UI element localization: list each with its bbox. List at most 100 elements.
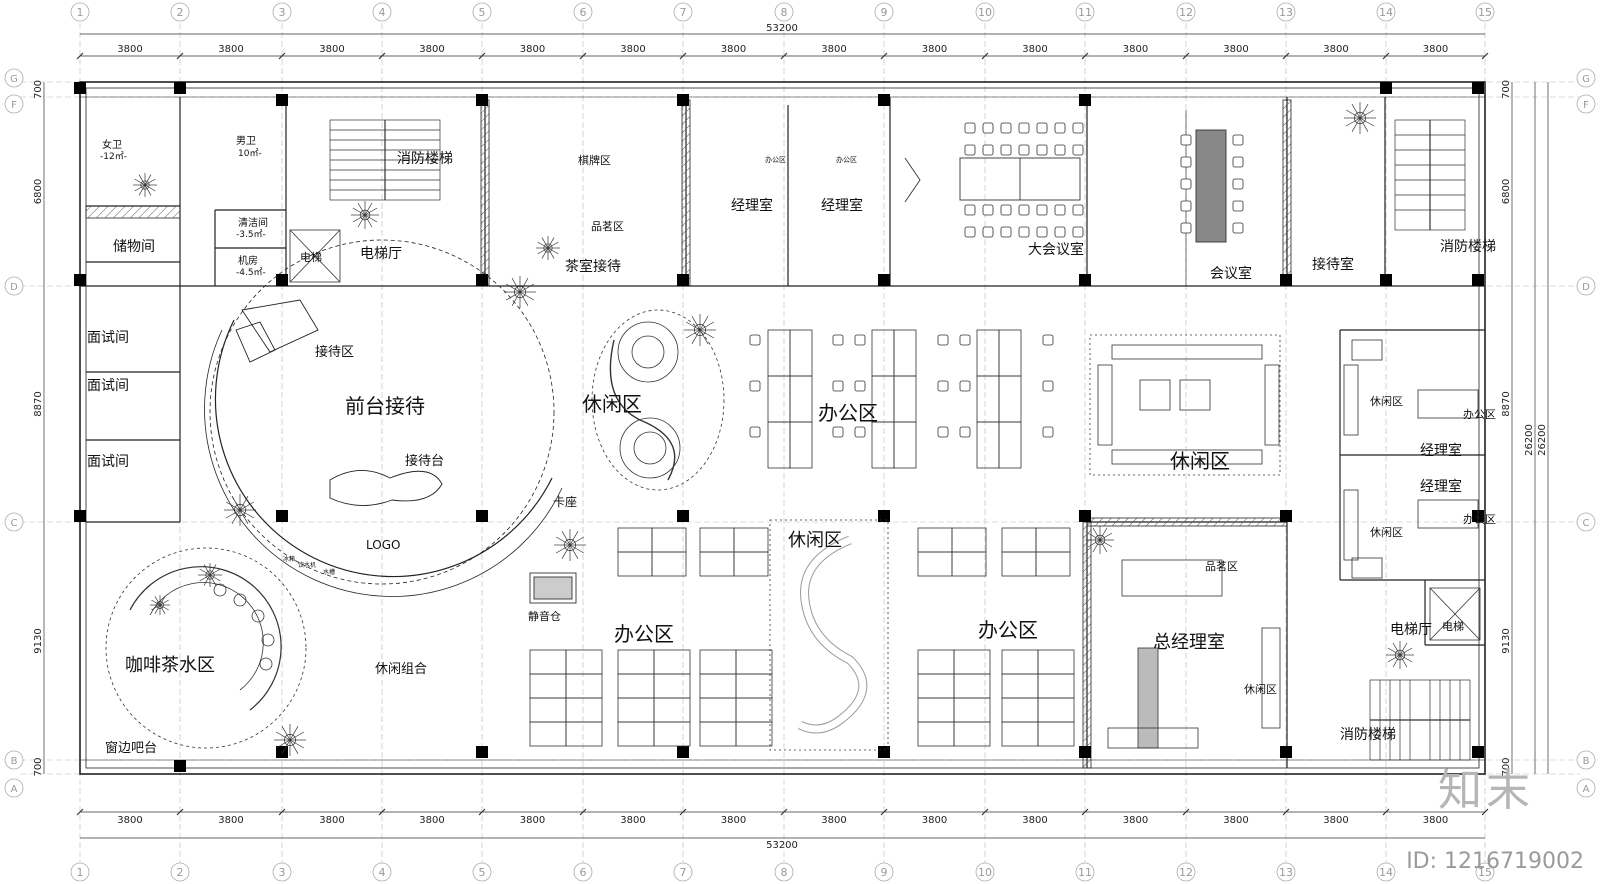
column-bubble-label: 3 [279, 866, 286, 879]
bay-span-label: 3800 [1323, 44, 1348, 55]
desk [917, 649, 955, 675]
plant-leaf [1087, 539, 1101, 548]
column-bubble-label: 15 [1478, 866, 1492, 879]
row-bubble-label: G [10, 74, 18, 85]
label-tea-reception: 茶室接待 [565, 258, 621, 275]
structural-columns [74, 82, 1484, 772]
plant-leaf [159, 604, 169, 611]
plant-leaf [519, 291, 529, 307]
desk [529, 697, 567, 723]
column-bubble [1075, 2, 1095, 22]
chair [937, 334, 949, 346]
side-span-label: 700 [1501, 80, 1512, 99]
column-bubble-label: 13 [1279, 866, 1293, 879]
label-office-3: 办公区 [978, 618, 1038, 642]
bay-span-label: 3800 [520, 44, 545, 55]
plant-leaf [1351, 103, 1361, 119]
desk [998, 421, 1022, 469]
plant-icon [224, 494, 256, 526]
plant-leaf [1345, 117, 1361, 127]
plant-leaf [289, 739, 305, 749]
chair [1054, 226, 1066, 238]
label-fire-stair-3: 消防楼梯 [1340, 727, 1396, 743]
desk [953, 673, 991, 699]
plant-leaf [289, 739, 299, 755]
column-pillar [276, 746, 288, 758]
plant-leaf [154, 604, 161, 614]
row-bubble [4, 94, 24, 114]
column-bubble [70, 862, 90, 882]
row-bubble [1576, 94, 1596, 114]
bay-span-label: 3800 [620, 815, 645, 826]
chair [1232, 134, 1244, 146]
desk [617, 649, 655, 675]
desk [699, 551, 735, 577]
column-bubble [1176, 862, 1196, 882]
column-bubble-label: 10 [978, 866, 992, 879]
desk [653, 721, 691, 747]
label-water: 饮水机 [298, 561, 316, 569]
plant-leaf [1087, 532, 1101, 541]
plant-leaf [151, 599, 161, 606]
desk [651, 551, 687, 577]
plant-icon [1386, 641, 1414, 669]
plant-leaf [144, 184, 152, 196]
column-bubble [472, 2, 492, 22]
plant-leaf [352, 207, 366, 216]
row-bubble [1576, 512, 1596, 532]
column-bubble [573, 2, 593, 22]
label-reception-room: 接待室 [1312, 256, 1354, 273]
label-cleaning: 清洁间 [238, 216, 268, 229]
plant-leaf [138, 174, 146, 186]
desk [617, 721, 655, 747]
desk [733, 527, 769, 553]
column-pillar [174, 760, 186, 772]
plant-leaf [203, 574, 211, 586]
column-bubble-label: 12 [1179, 866, 1193, 879]
desk [1001, 527, 1037, 553]
desk [565, 673, 603, 699]
label-reception-zone: 接待区 [315, 344, 354, 360]
dimension-tick [1182, 52, 1190, 60]
label-machine: 机房 [238, 254, 258, 267]
desk [951, 551, 987, 577]
chairs [749, 122, 1244, 438]
dimension-tick [880, 808, 888, 816]
column-pillar [476, 510, 488, 522]
chair [1072, 204, 1084, 216]
column-bubble [1376, 2, 1396, 22]
label-men-wc-area: 10㎡- [238, 148, 262, 159]
plant-icon [554, 529, 586, 561]
label-elevator-hall-1: 电梯厅 [360, 246, 402, 262]
chair [832, 380, 844, 392]
plant-leaf [1099, 539, 1113, 548]
plant-leaf [699, 321, 715, 331]
chair [964, 226, 976, 238]
column-bubble [372, 2, 392, 22]
watermark-logo: 知末 [1438, 765, 1534, 816]
plant-leaf [225, 509, 241, 519]
chair [1180, 222, 1192, 234]
column-bubble-label: 1 [77, 6, 84, 19]
plant-leaf [203, 564, 211, 576]
chair [982, 204, 994, 216]
chair [1018, 144, 1030, 156]
plant-leaf [1399, 654, 1413, 663]
column-bubble-label: 7 [680, 6, 687, 19]
plant-leaf [239, 509, 249, 525]
plant-pot [156, 601, 164, 609]
dimension-tick [76, 52, 84, 60]
plant-leaf [1099, 539, 1108, 553]
plant-pot [1354, 112, 1366, 124]
label-booth: 卡座 [553, 494, 577, 509]
desk [917, 721, 955, 747]
column-bubble [975, 862, 995, 882]
label-logo: LOGO [366, 538, 400, 552]
side-span-label: 700 [33, 80, 44, 99]
chair [1042, 426, 1054, 438]
chair [1180, 134, 1192, 146]
column-bubble-label: 1 [77, 866, 84, 879]
chair [1054, 122, 1066, 134]
column-pillar [1079, 746, 1091, 758]
dimension-tick [1481, 808, 1489, 816]
